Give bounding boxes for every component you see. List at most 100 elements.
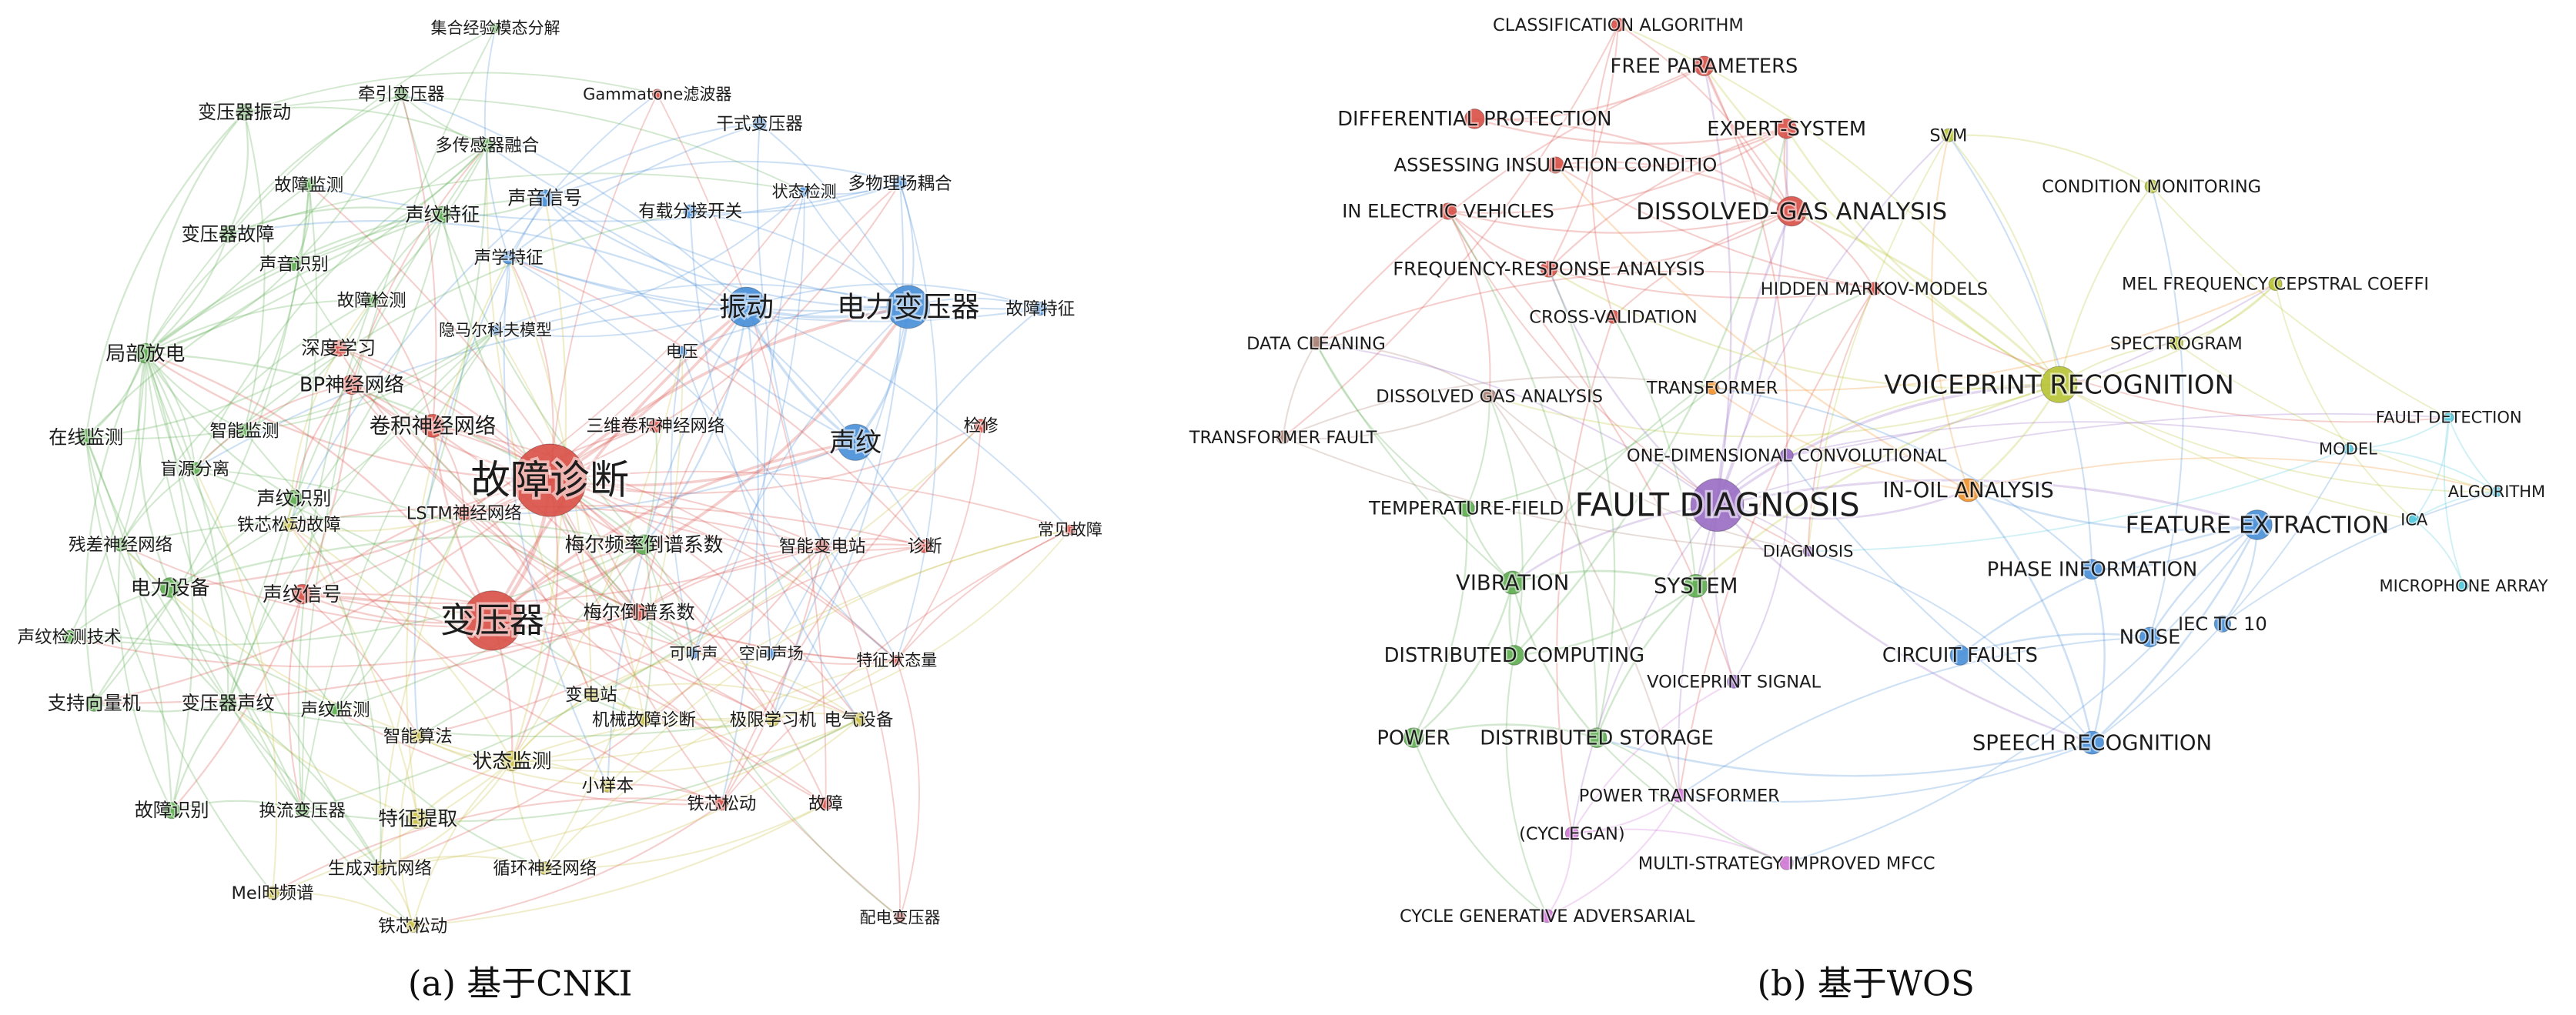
edge (145, 27, 496, 354)
node-label: SYSTEM (1654, 575, 1738, 599)
node-label: TRANSFORMER (1646, 379, 1778, 399)
edge (1316, 342, 1718, 506)
edge (1512, 569, 1697, 587)
node-dot (406, 919, 420, 933)
edge (1316, 342, 1490, 397)
node-dot (2079, 730, 2105, 755)
node-dot (1504, 645, 1525, 666)
edge (244, 299, 373, 432)
edge (93, 497, 295, 704)
edge (549, 479, 901, 919)
node-dot (2408, 514, 2420, 526)
node-dot (2491, 486, 2502, 498)
node-dot (1949, 645, 1971, 666)
edge (194, 306, 747, 469)
edge (227, 112, 249, 235)
edge (1548, 128, 1788, 270)
node-label: 智能算法 (383, 726, 453, 746)
edge (495, 306, 747, 338)
edge (1791, 210, 2060, 386)
edge (302, 351, 683, 595)
edge (337, 347, 640, 613)
node-label: 检修 (964, 416, 999, 436)
node-label: 铁芯松动 (687, 794, 756, 814)
edge (169, 587, 413, 927)
edge (511, 694, 592, 762)
edge (69, 586, 171, 638)
node-dot (1033, 301, 1048, 316)
edge (244, 329, 497, 432)
edge (145, 263, 295, 354)
node-label: FREE PARAMETERS (1611, 55, 1798, 78)
node-dot (676, 346, 687, 357)
node-dot (1606, 309, 1621, 324)
edge (272, 797, 722, 894)
node-dot (490, 22, 501, 34)
edge (1488, 396, 1524, 656)
edge (486, 145, 592, 696)
edge (1465, 396, 1490, 509)
edge (85, 437, 273, 893)
edge (756, 123, 824, 547)
edge (380, 855, 546, 870)
edge (1595, 585, 1697, 739)
edge (244, 72, 657, 113)
node-label: 状态检测 (772, 182, 837, 201)
node-label: 故障诊断 (470, 458, 629, 504)
edge (195, 468, 694, 655)
edge (194, 468, 278, 893)
node-dot (726, 286, 767, 328)
edge (194, 144, 488, 469)
node-dot (420, 413, 445, 438)
node-dot (341, 374, 363, 396)
node-label: VOICEPRINT RECOGNITION (1884, 369, 2234, 399)
edge (1283, 395, 1490, 440)
edge (171, 800, 303, 812)
node-dot (410, 729, 425, 743)
edge (1948, 134, 2153, 188)
edge (301, 329, 497, 811)
edge (119, 468, 196, 546)
edge (119, 299, 373, 546)
node-label: 特征提取 (378, 808, 457, 831)
edge (85, 347, 340, 439)
edge (301, 479, 550, 596)
node-label: IN-OIL ANALYSIS (1882, 479, 2053, 502)
edge (1596, 736, 1681, 796)
edge (721, 529, 1071, 805)
edge (301, 28, 497, 811)
node-dot (2213, 615, 2232, 633)
node-label: NOISE (2119, 626, 2181, 649)
edge (227, 93, 402, 235)
edge (399, 736, 419, 927)
node-label: 三维卷积神经网络 (587, 416, 725, 436)
edge (895, 659, 920, 918)
node-dot (1611, 18, 1626, 32)
edge (94, 479, 551, 704)
node-dot (2458, 580, 2470, 592)
node-label: 循环神经网络 (493, 859, 597, 879)
node-label: 电力设备 (131, 576, 210, 599)
node-label: HIDDEN MARKOV-MODELS (1761, 279, 1988, 299)
edge (1712, 282, 2276, 392)
edge (895, 529, 1071, 661)
edge (681, 306, 908, 352)
edge (2059, 383, 2414, 521)
edge (1785, 455, 2093, 743)
edge (293, 498, 382, 869)
edge (334, 709, 722, 806)
node-label: MEL FREQUENCY CEPSTRAL COEFFI (2122, 275, 2429, 295)
edge (759, 123, 909, 308)
edge (771, 308, 1041, 720)
node-label: 极限学习机 (730, 710, 817, 730)
edge (1967, 489, 2093, 743)
edge (550, 479, 898, 661)
edge (1447, 128, 1788, 214)
node-label: 铁芯松动故障 (237, 516, 341, 536)
edge (194, 383, 353, 469)
edge (1546, 833, 1573, 917)
edge (85, 437, 229, 704)
node-label: 铁芯松动 (378, 917, 447, 937)
node-label: EXPERT-SYSTEM (1707, 118, 1866, 141)
edge (417, 735, 512, 762)
